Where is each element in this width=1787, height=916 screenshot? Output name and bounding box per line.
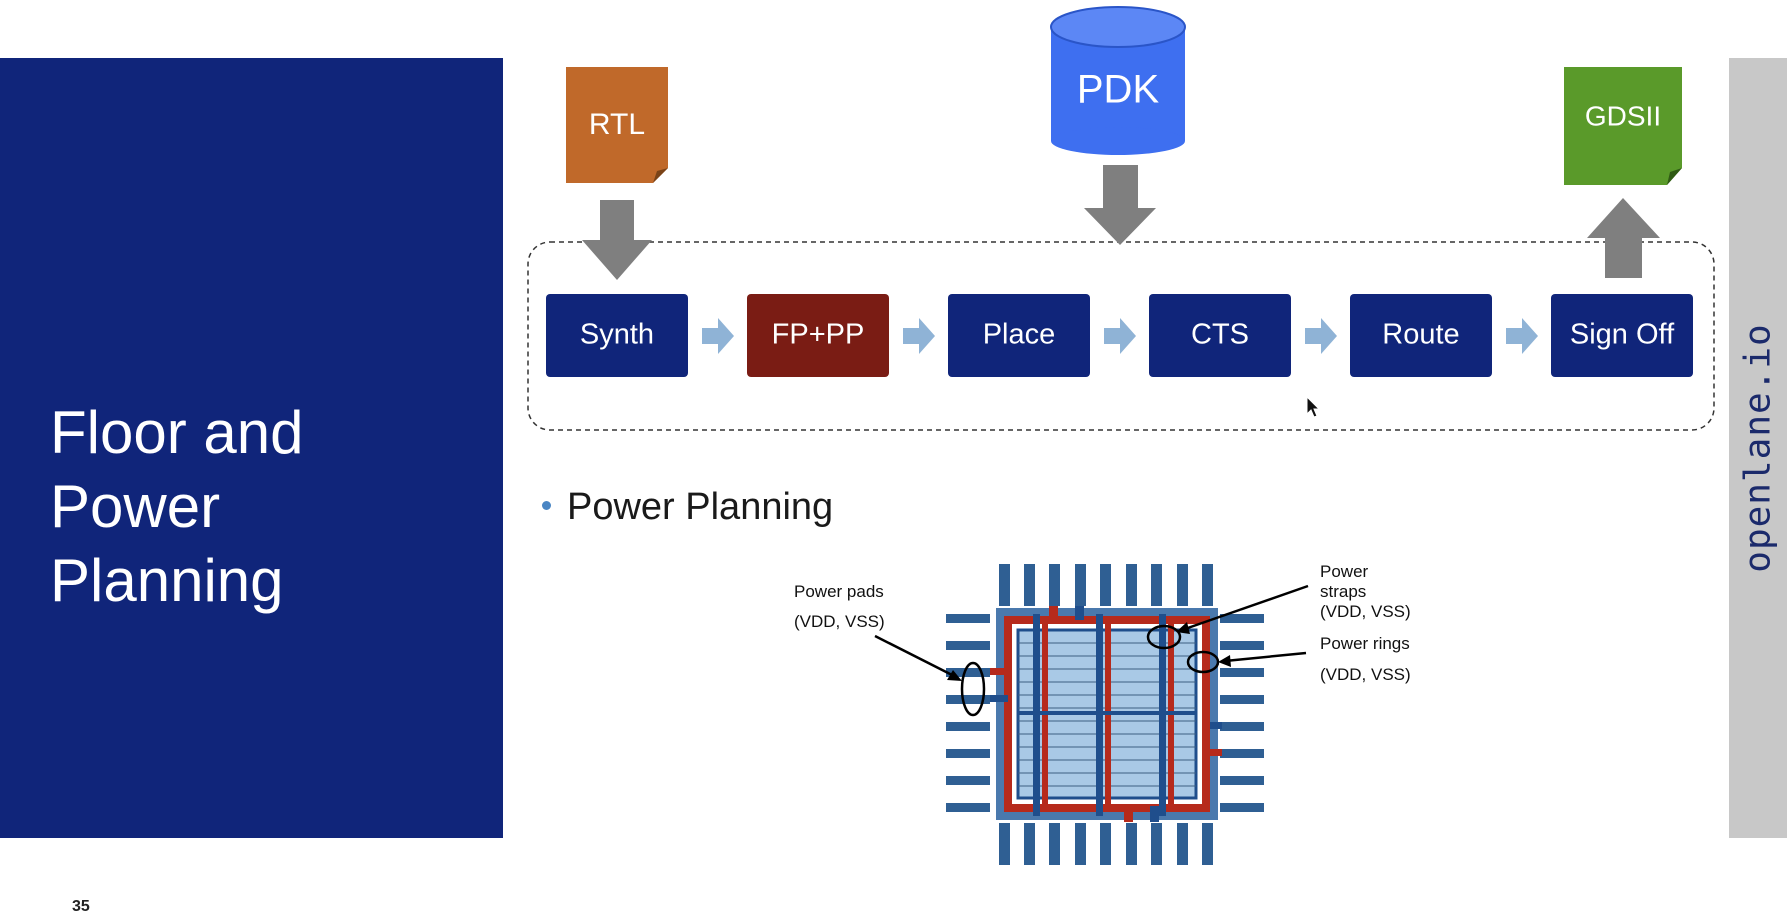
callout-power-straps: Power straps (VDD, VSS) xyxy=(1320,562,1411,622)
straps-highlight-ellipse xyxy=(1146,624,1182,650)
title-line-2: Power xyxy=(50,473,221,540)
callout-pads-line-1: Power pads xyxy=(794,582,884,601)
title-line-1: Floor and xyxy=(50,399,304,466)
pdk-arrow xyxy=(1084,165,1156,245)
pads-highlight-ellipse xyxy=(960,661,986,717)
callout-straps-line-1: Power xyxy=(1320,562,1369,581)
stage-box-highlighted xyxy=(747,294,889,377)
rtl-shape xyxy=(566,67,668,183)
title-panel: Floor and Power Planning xyxy=(0,58,503,838)
connector-arrow xyxy=(1305,318,1337,354)
callout-rings-line-2: (VDD, VSS) xyxy=(1320,665,1411,684)
mouse-cursor-icon xyxy=(1306,395,1321,418)
stage-box xyxy=(948,294,1090,377)
stage-box xyxy=(1551,294,1693,377)
chip-floorplan xyxy=(874,564,1309,865)
callout-power-pads: Power pads (VDD, VSS) xyxy=(794,582,885,632)
callout-rings-line-1: Power rings xyxy=(1320,634,1410,653)
callout-pads-line-2: (VDD, VSS) xyxy=(794,612,885,631)
stage-box xyxy=(546,294,688,377)
bottom-io-pins xyxy=(999,823,1213,865)
callout-power-rings: Power rings (VDD, VSS) xyxy=(1320,634,1411,685)
gdsii-arrow xyxy=(1587,198,1660,278)
stage-route[interactable]: Route xyxy=(1350,294,1492,377)
callout-straps-line-3: (VDD, VSS) xyxy=(1320,602,1411,621)
stage-place[interactable]: Place xyxy=(948,294,1090,377)
stage-box xyxy=(1350,294,1492,377)
connector-arrow xyxy=(1506,318,1538,354)
stage-cts[interactable]: CTS xyxy=(1149,294,1291,377)
callout-arrows xyxy=(874,584,1309,681)
pdk-top xyxy=(1050,6,1186,48)
stage-fp-pp[interactable]: FP+PP xyxy=(747,294,889,377)
right-io-pins xyxy=(1220,614,1264,812)
stage-synth[interactable]: Synth xyxy=(546,294,688,377)
pdk-database: PDK xyxy=(1050,6,1186,155)
horizontal-strap xyxy=(1018,711,1196,715)
rtl-fold xyxy=(653,168,668,183)
connector-arrow xyxy=(1104,318,1136,354)
callout-straps-line-2: straps xyxy=(1320,582,1367,601)
rtl-arrow xyxy=(582,200,652,280)
stage-sign-off[interactable]: Sign Off xyxy=(1551,294,1693,377)
rtl-document: RTL xyxy=(566,67,668,183)
title-line-3: Planning xyxy=(50,547,284,614)
stage-connectors xyxy=(702,318,1538,354)
top-io-pins xyxy=(999,564,1213,606)
pdk-bottom xyxy=(1051,127,1185,155)
connector-arrow xyxy=(903,318,935,354)
slide-title: Floor and Power Planning xyxy=(50,396,480,618)
connector-arrow xyxy=(702,318,734,354)
pad-connections xyxy=(990,606,1222,822)
gdsii-document: GDSII xyxy=(1564,67,1682,185)
brand-strip xyxy=(1729,58,1787,838)
section-heading: Power Planning xyxy=(567,486,834,528)
bullet-dot xyxy=(542,501,551,510)
gdsii-shape xyxy=(1564,67,1682,185)
stage-box xyxy=(1149,294,1291,377)
left-io-pins xyxy=(946,614,990,812)
gdsii-fold xyxy=(1667,168,1682,185)
